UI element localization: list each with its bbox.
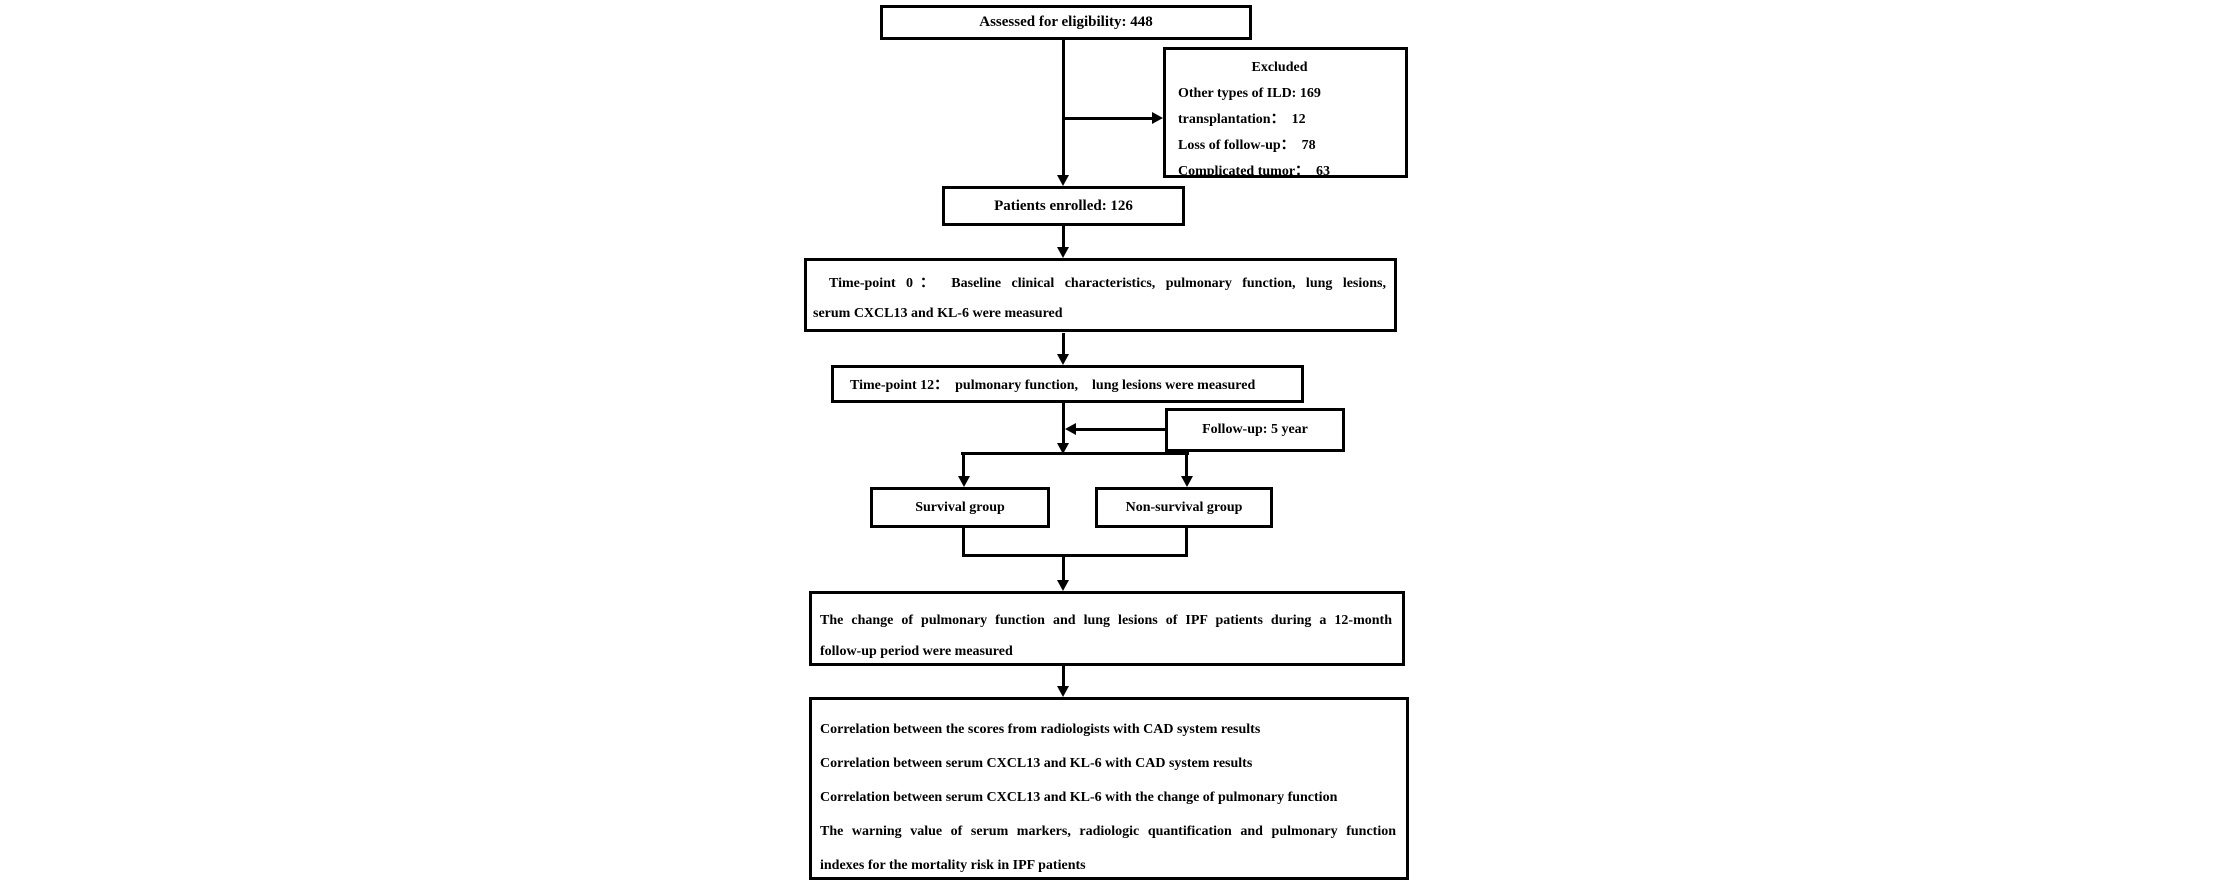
excluded-line-2: transplantation： 12 (1178, 112, 1306, 127)
arrowhead-down-timepoint0-icon (1057, 247, 1069, 258)
connector-split-to-nonsurvival (1185, 455, 1188, 477)
excluded-title: Excluded (1251, 60, 1308, 75)
patients-enrolled-label: Patients enrolled: 126 (994, 197, 1133, 214)
timepoint0-box: Time-point 0： Baseline clinical characte… (804, 258, 1397, 332)
assessed-eligibility-box: Assessed for eligibility: 448 (880, 5, 1252, 40)
change-line-2: follow-up period were measured (820, 644, 1013, 659)
outcomes-line-2: Correlation between serum CXCL13 and KL-… (820, 756, 1253, 771)
timepoint12-label: Time-point 12： pulmonary function, lung … (850, 378, 1256, 393)
nonsurvival-group-box: Non-survival group (1095, 487, 1273, 528)
connector-followup-branch (1076, 428, 1165, 431)
outcomes-box: Correlation between the scores from radi… (809, 697, 1409, 880)
arrowhead-down-split-icon (1057, 443, 1069, 454)
arrowhead-down-enrolled-icon (1057, 175, 1069, 186)
connector-to-excluded (1063, 117, 1153, 120)
arrowhead-right-excluded-icon (1152, 112, 1163, 124)
change-measured-box: The change of pulmonary function and lun… (809, 591, 1405, 666)
connector-timepoint0-to-timepoint12 (1062, 333, 1065, 355)
survival-group-label: Survival group (915, 499, 1005, 515)
patients-enrolled-box: Patients enrolled: 126 (942, 186, 1185, 226)
connector-nonsurvival-to-merge (1185, 528, 1188, 557)
connector-merge-to-change (1062, 556, 1065, 581)
outcomes-line-5: indexes for the mortality risk in IPF pa… (820, 858, 1086, 873)
arrowhead-down-timepoint12-icon (1057, 354, 1069, 365)
timepoint12-box: Time-point 12： pulmonary function, lung … (831, 365, 1304, 403)
outcomes-line-3: Correlation between serum CXCL13 and KL-… (820, 790, 1338, 805)
outcomes-line-4: The warning value of serum markers, radi… (820, 824, 1396, 839)
survival-group-box: Survival group (870, 487, 1050, 528)
nonsurvival-group-label: Non-survival group (1125, 499, 1243, 515)
split-bar (961, 452, 1189, 455)
connector-timepoint12-to-split (1062, 403, 1065, 444)
assessed-eligibility-label: Assessed for eligibility: 448 (979, 14, 1153, 30)
arrowhead-down-survival-icon (958, 476, 970, 487)
connector-assessed-to-enrolled (1062, 39, 1065, 176)
excluded-box: Excluded Other types of ILD: 169 transpl… (1163, 47, 1408, 179)
connector-split-to-survival (962, 455, 965, 477)
merge-bar (962, 554, 1188, 557)
connector-enrolled-to-timepoint0 (1062, 226, 1065, 248)
connector-survival-to-merge (962, 528, 965, 557)
arrowhead-down-nonsurvival-icon (1181, 476, 1193, 487)
timepoint0-line-2: serum CXCL13 and KL-6 were measured (813, 306, 1063, 321)
timepoint0-line-1: Time-point 0： Baseline clinical characte… (829, 276, 1386, 291)
followup-box: Follow-up: 5 year (1165, 408, 1345, 452)
connector-change-to-outcomes (1062, 666, 1065, 687)
excluded-line-1: Other types of ILD: 169 (1178, 86, 1321, 101)
change-line-1: The change of pulmonary function and lun… (820, 613, 1392, 628)
followup-label: Follow-up: 5 year (1202, 422, 1308, 437)
arrowhead-down-outcomes-icon (1057, 686, 1069, 697)
excluded-line-4: Complicated tumor： 63 (1178, 164, 1331, 179)
arrowhead-down-change-icon (1057, 580, 1069, 591)
outcomes-line-1: Correlation between the scores from radi… (820, 722, 1261, 737)
arrowhead-left-followup-icon (1065, 423, 1076, 435)
excluded-line-3: Loss of follow-up： 78 (1178, 138, 1316, 153)
